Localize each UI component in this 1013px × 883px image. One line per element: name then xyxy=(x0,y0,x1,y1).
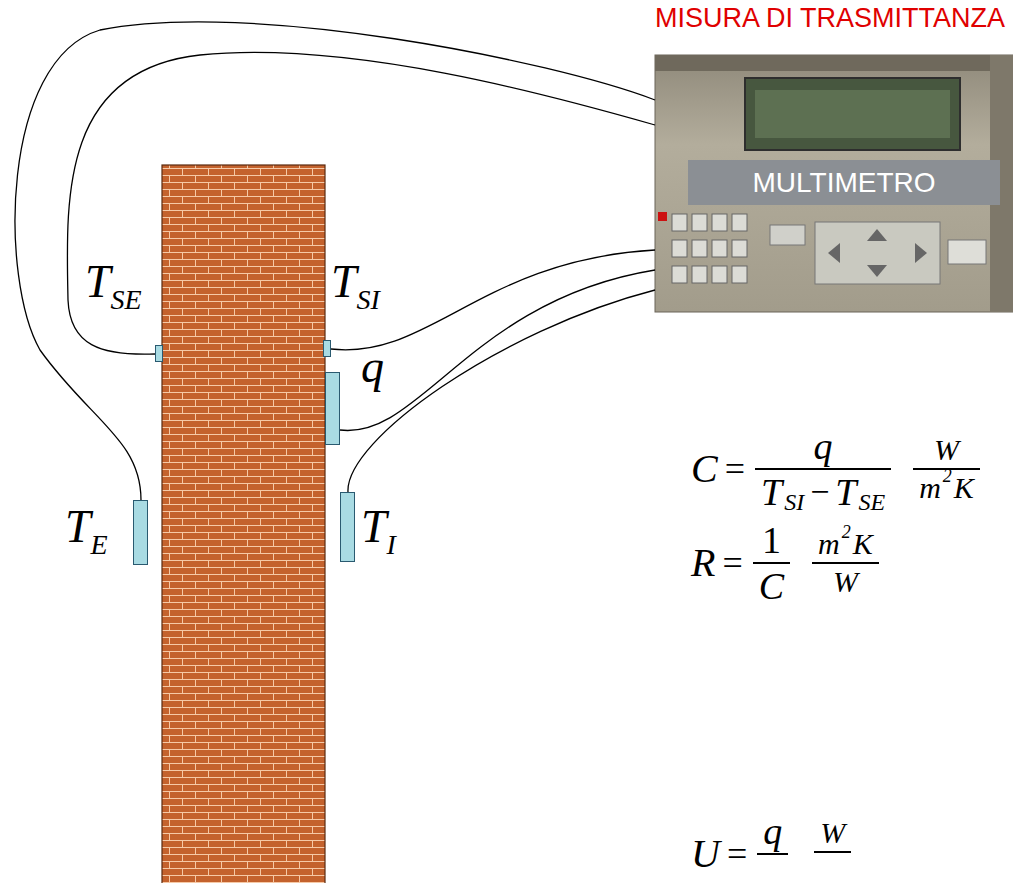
numerator: W xyxy=(814,818,851,848)
symbol: T xyxy=(65,501,91,552)
denominator: m2K xyxy=(913,473,980,503)
subscript: SI xyxy=(784,490,804,514)
fraction-bar xyxy=(753,562,790,564)
formula-symbol: T xyxy=(835,473,856,511)
superscript: 2 xyxy=(943,467,952,485)
sensor-probe: TSE xyxy=(155,345,163,362)
fraction-bar xyxy=(814,851,851,853)
formula-symbol: W xyxy=(820,818,845,848)
formula-symbol: K xyxy=(853,529,873,559)
sensor-label: TI xyxy=(361,504,396,550)
numerator: m2K xyxy=(812,529,879,559)
sensor-probe: TI xyxy=(340,492,355,562)
fraction: W xyxy=(814,818,851,883)
formula: U= q W xyxy=(690,812,855,883)
device-label: MULTIMETRO xyxy=(688,160,1000,205)
formula: C=qTSI−TSEWm2K xyxy=(690,427,984,511)
subscript: SE xyxy=(858,490,885,514)
formula-symbol: 1 xyxy=(762,521,781,559)
symbol: q xyxy=(361,341,384,392)
subscript: SI xyxy=(357,284,380,315)
formula-symbol: C xyxy=(691,449,718,489)
symbol: T xyxy=(85,256,111,307)
fraction: m2K W xyxy=(812,529,879,597)
sensor-wire xyxy=(67,52,655,354)
multimeter-photo xyxy=(655,55,1013,312)
denominator: TSI−TSE xyxy=(755,473,891,511)
sensor-label: TE xyxy=(65,504,108,550)
sensor-probe: TSI xyxy=(323,340,331,357)
denominator xyxy=(768,858,778,883)
formula-symbol: T xyxy=(761,473,782,511)
formula-symbol: W xyxy=(934,435,959,465)
denominator: C xyxy=(753,567,790,605)
fraction: qTSI−TSE xyxy=(755,427,891,511)
formula-symbol: − xyxy=(810,475,829,509)
formula: R=1Cm2KW xyxy=(690,521,883,605)
denominator: W xyxy=(827,567,864,597)
multimeter-box: MULTIMETRO xyxy=(655,55,1013,312)
formula-symbol: = xyxy=(727,836,747,872)
sensor-label: TSI xyxy=(331,259,380,305)
formula-symbol: = xyxy=(722,545,742,581)
formula-symbol: m xyxy=(919,473,941,503)
brick-wall xyxy=(162,165,325,883)
sensor-wire xyxy=(331,250,655,350)
sensor-wire xyxy=(348,290,655,492)
fraction: 1C xyxy=(753,521,790,605)
formula-symbol: q xyxy=(763,812,782,850)
formula-symbol: C xyxy=(759,567,784,605)
formula-symbol: = xyxy=(725,451,745,487)
numerator: W xyxy=(928,435,965,465)
formula-symbol: W xyxy=(833,567,858,597)
denominator xyxy=(828,856,838,883)
sensor-probe: TE xyxy=(133,500,148,565)
slide-title: MISURA DI TRASMITTANZA xyxy=(655,4,1005,34)
formula-symbol: R xyxy=(691,543,715,583)
fraction: Wm2K xyxy=(913,435,980,503)
fraction-bar xyxy=(757,853,788,855)
superscript: 2 xyxy=(842,523,851,541)
sensor-label: TSE xyxy=(85,259,142,305)
numerator: 1 xyxy=(756,521,787,559)
fraction-bar xyxy=(755,468,891,470)
formula-symbol: U xyxy=(691,834,720,874)
numerator: q xyxy=(808,427,839,465)
fraction: q xyxy=(757,812,788,883)
symbol: T xyxy=(361,501,387,552)
formula-symbol: K xyxy=(954,473,974,503)
subscript: SE xyxy=(111,284,142,315)
subscript: E xyxy=(91,529,108,560)
numerator: q xyxy=(757,812,788,850)
formula-symbol: m xyxy=(818,529,840,559)
symbol: T xyxy=(331,256,357,307)
formula-symbol: q xyxy=(814,427,833,465)
subscript: I xyxy=(387,529,396,560)
sensor-label: q xyxy=(361,344,384,390)
fraction-bar xyxy=(812,562,879,564)
sensor-wire xyxy=(340,270,655,431)
sensor-probe: q xyxy=(325,372,340,445)
sensor-wire xyxy=(15,22,655,500)
